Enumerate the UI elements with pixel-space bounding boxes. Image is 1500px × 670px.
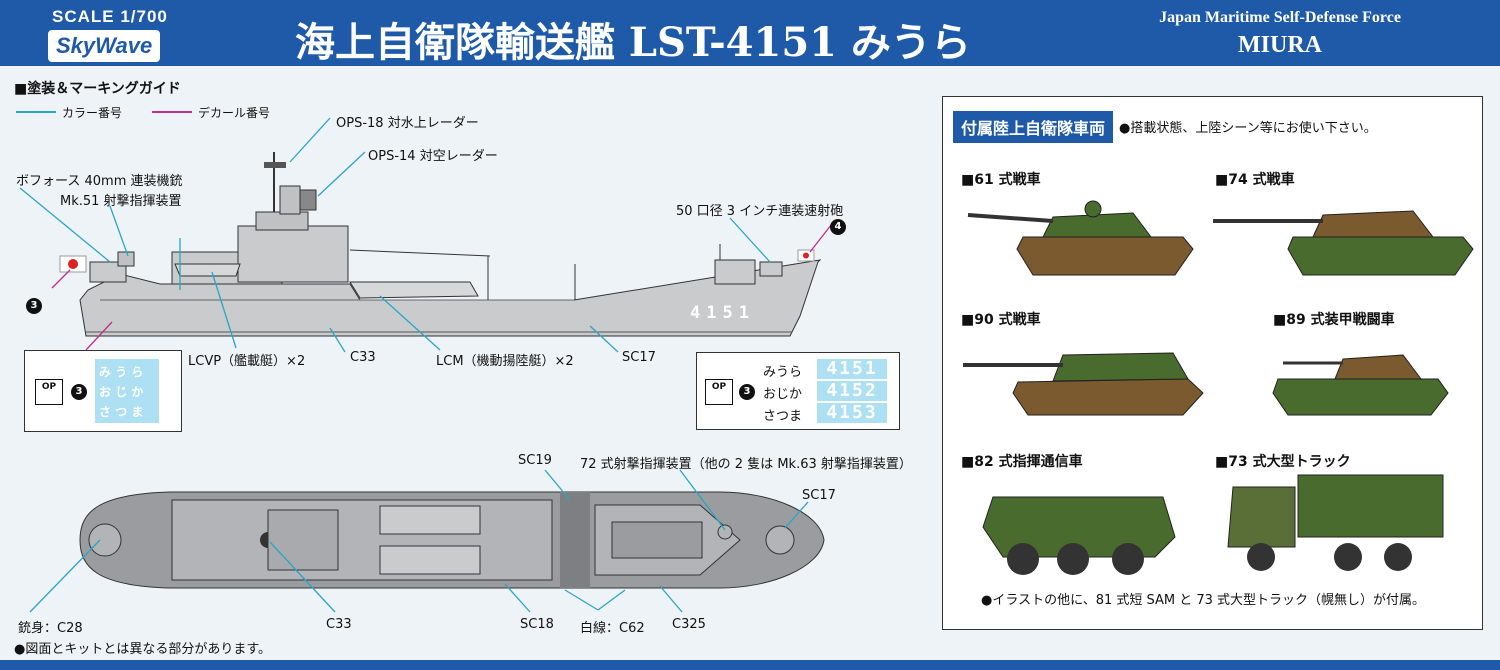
decal-row: さ つ ま: [99, 405, 144, 419]
ship-name: おじか: [763, 387, 803, 402]
color-legend-line: [16, 111, 56, 113]
type90-tank-illustration: [963, 352, 1204, 416]
ship-name: さつま: [763, 409, 803, 424]
header-bar: SCALE 1/700 SkyWave 海上自衛隊輸送艦 LST-4151 みう…: [0, 0, 1500, 66]
ship-top-view: [79, 491, 825, 589]
callout-sc19: SC19: [518, 453, 552, 468]
scale-label: SCALE 1/700: [52, 7, 168, 26]
decal-legend-label: デカール番号: [198, 106, 271, 120]
decal-row: お じ か: [99, 385, 144, 399]
ship-drawings: 4151: [19, 117, 836, 613]
color-legend-label: カラー番号: [62, 106, 123, 120]
callout-c33: C33: [350, 350, 376, 365]
vehicles-panel-footer: ●イラストの他に、81 式短 SAM と 73 式大型トラック（幌無し）が付属。: [981, 593, 1426, 608]
op-icon-label: OP: [41, 382, 57, 392]
type61-tank-illustration: [967, 200, 1194, 276]
decal-box-right: OP 3 みうら 4151 おじか 4152 さつま 4153: [696, 352, 900, 430]
bottom-bar: [0, 660, 1500, 670]
ship-name: みうら: [763, 365, 803, 380]
page-title: 海上自衛隊輸送艦 LST-4151 みうら: [295, 19, 971, 66]
callout-ops18: OPS-18 対水上レーダー: [336, 116, 479, 131]
vehicle-label-82: ■82 式指揮通信車: [961, 454, 1083, 470]
vehicle-label-73: ■73 式大型トラック: [1215, 454, 1351, 470]
callout-c325: C325: [672, 617, 706, 632]
decal-legend-line: [152, 111, 192, 113]
vehicles-panel-title: 付属陸上自衛隊車両: [953, 111, 1114, 143]
english-ship-name: MIURA: [1238, 32, 1322, 58]
type74-tank-illustration: [1213, 210, 1474, 276]
callout-mk51: Mk.51 射撃指揮装置: [60, 194, 182, 209]
decal-badge: 3: [739, 384, 755, 400]
english-subtitle: Japan Maritime Self-Defense Force: [1159, 9, 1401, 26]
type82-ccv-illustration: [982, 496, 1176, 575]
type89-ifv-illustration: [1272, 354, 1449, 416]
decal-badge-3: 3: [26, 298, 42, 314]
op-icon: OP: [35, 379, 63, 405]
vehicles-panel: 付属陸上自衛隊車両 ●搭載状態、上陸シーン等にお使い下さい。 ■61 式戦車 ■…: [942, 96, 1483, 630]
hull-number-decal: 4152: [817, 381, 887, 401]
vehicles-panel-note: ●搭載状態、上陸シーン等にお使い下さい。: [1119, 121, 1377, 136]
vehicle-illustrations: [963, 200, 1474, 575]
op-icon-label: OP: [711, 382, 727, 392]
callout-sc17-top: SC17: [802, 488, 836, 503]
callout-bofors: ボフォース 40mm 連装機銃: [16, 174, 183, 189]
footnote: ●図面とキットとは異なる部分があります。: [14, 642, 272, 657]
vehicle-label-61: ■61 式戦車: [961, 172, 1041, 188]
svg-text:4151: 4151: [690, 303, 755, 323]
callout-sc18: SC18: [520, 617, 554, 632]
hull-number-decal: 4153: [817, 403, 887, 423]
vehicle-label-74: ■74 式戦車: [1215, 172, 1295, 188]
op-icon: OP: [705, 379, 733, 405]
callout-sc17: SC17: [622, 350, 656, 365]
decal-row: み う ら: [99, 365, 144, 379]
hull-number-decal: 4151: [817, 359, 887, 379]
vehicle-label-89: ■89 式装甲戦闘車: [1273, 312, 1395, 328]
callout-gun50: 50 口径 3 インチ連装速射砲: [676, 204, 844, 219]
guide-heading: ■塗装＆マーキングガイド: [14, 81, 181, 97]
decal-box-left: OP 3 み う ら お じ か さ つ ま: [24, 350, 182, 432]
decal-badge-4: 4: [830, 219, 846, 235]
callout-c33-top: C33: [326, 617, 352, 632]
decal-sheet-kana: み う ら お じ か さ つ ま: [95, 359, 159, 423]
callout-ops14: OPS-14 対空レーダー: [368, 149, 498, 164]
callout-fcs72: 72 式射撃指揮装置（他の 2 隻は Mk.63 射撃指揮装置）: [580, 457, 912, 472]
type73-truck-illustration: [1227, 474, 1444, 571]
brand-logo: SkyWave: [48, 30, 161, 62]
callout-lcm: LCM（機動揚陸艇）×2: [436, 354, 574, 369]
decal-badge: 3: [71, 384, 87, 400]
callout-white-line: 白線：C62: [580, 621, 645, 636]
callout-barrel: 銃身：C28: [18, 621, 83, 636]
callout-lcvp: LCVP（艦載艇）×2: [188, 354, 306, 369]
vehicle-label-90: ■90 式戦車: [961, 312, 1041, 328]
ship-side-profile: 4151: [59, 152, 822, 337]
